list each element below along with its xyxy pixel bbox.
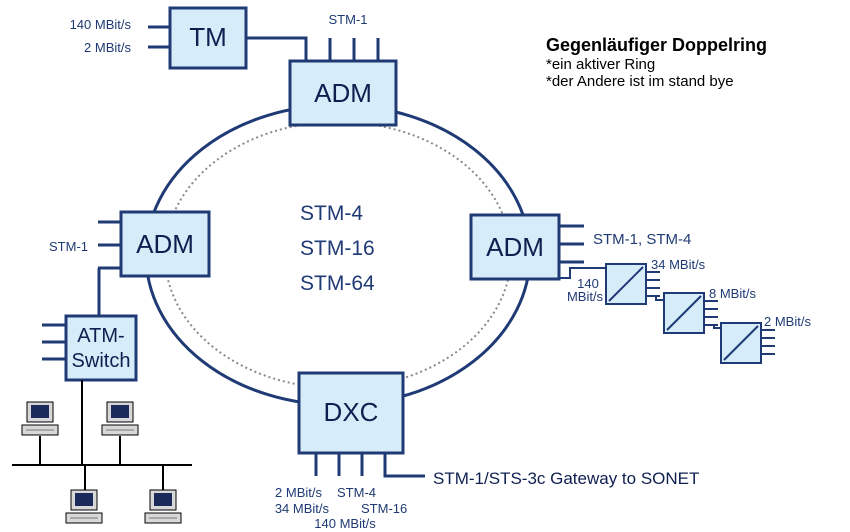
mux-stage-1-rate: 34 MBit/s [651,257,706,272]
tm-adm-link [246,36,308,62]
dxc-rate-34: 34 MBit/s [275,501,330,516]
adm-left-node: ADM STM-1 [49,210,211,278]
dxc-rate-2: 2 MBit/s [275,485,322,500]
mux-stage-1 [605,263,660,305]
adm-right-node: ADM STM-1, STM-4 [469,213,691,281]
computer-icon [21,401,59,436]
computer-icon [65,489,103,524]
dxc-node: DXC [297,371,405,476]
dxc-rate-stm16: STM-16 [361,501,407,516]
ring-rate-stm16: STM-16 [300,237,375,260]
adm-left-box [119,210,211,278]
lan-segment [12,380,192,490]
adm-top-rate: STM-1 [329,12,368,27]
adm-left-rate: STM-1 [49,239,88,254]
ring-rate-stm4: STM-4 [300,202,363,225]
dxc-box [297,371,405,455]
adm-right-rate: STM-1, STM-4 [593,231,691,248]
adm-mux-link [559,267,606,279]
ring-rate-stm64: STM-64 [300,272,375,295]
tm-box [168,6,248,70]
adm-right-box [469,213,561,281]
adm-top-node: ADM STM-1 [288,12,398,127]
mux-stage-2-rate: 8 MBit/s [709,286,756,301]
mux-stage-3 [720,322,775,364]
legend-title: Gegenläufiger Doppelring [546,35,767,55]
tm-rate-2: 2 MBit/s [84,40,131,55]
adm-top-label: ADM [314,78,372,108]
dxc-rate-140: 140 MBit/s [314,516,376,531]
atm-switch-box [64,314,138,382]
dxc-sonet-gateway-link [383,453,425,478]
mux-stage-2 [663,292,718,334]
tm-rate-140: 140 MBit/s [70,17,132,32]
dxc-rate-stm4: STM-4 [337,485,376,500]
computer-icon [101,401,139,436]
tm-node: TM 140 MBit/s 2 MBit/s [70,6,248,70]
adm-top-box [288,59,398,127]
adm-left-label: ADM [136,229,194,259]
legend-note-1: *ein aktiver Ring [546,56,655,73]
computer-icon [144,489,182,524]
atm-switch-label-1: ATM- [77,325,124,347]
dxc-gateway-label: STM-1/STS-3c Gateway to SONET [433,469,699,488]
dxc-label: DXC [324,397,379,427]
adm-right-label: ADM [486,232,544,262]
mux-input-rate-2: MBit/s [567,289,604,304]
legend-note-2: *der Andere ist im stand bye [546,73,734,90]
mux-stage-3-rate: 2 MBit/s [764,314,811,329]
atm-switch-label-2: Switch [72,350,131,372]
mux-input-rate-1: 140 [577,276,599,291]
atm-switch-node: ATM- Switch [42,314,138,382]
tm-label: TM [189,22,227,52]
